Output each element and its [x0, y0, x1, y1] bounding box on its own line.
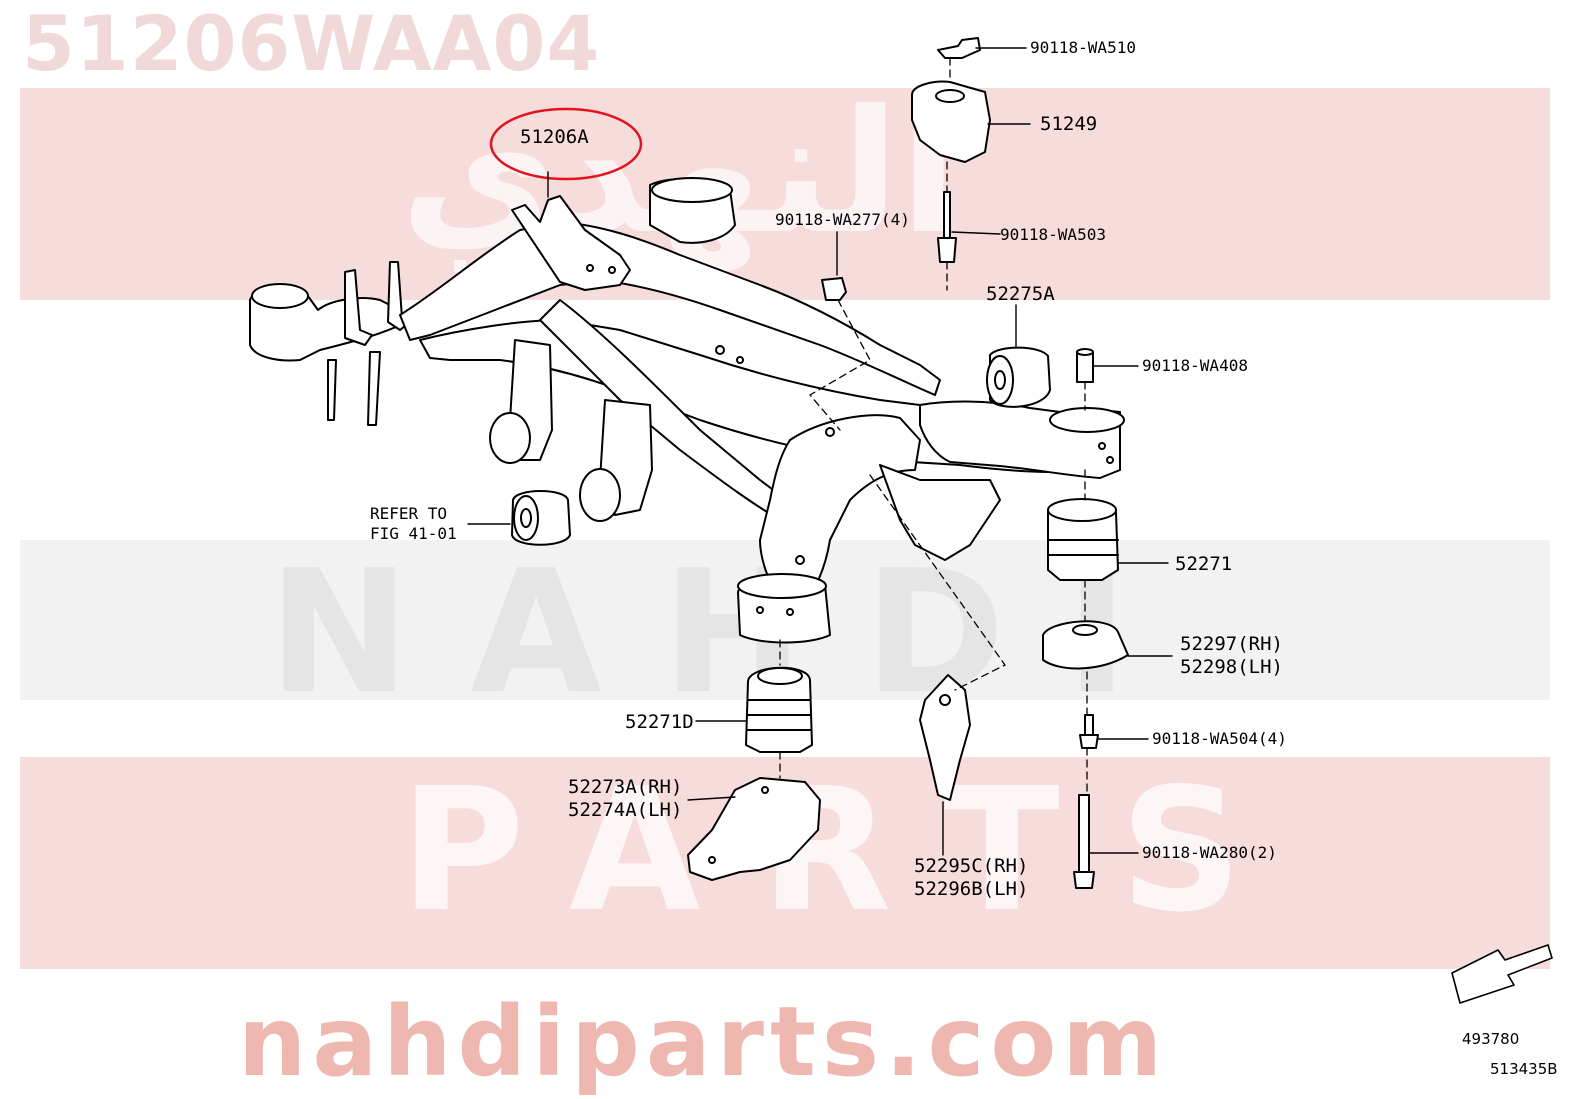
label-refer-to: REFER TO	[370, 504, 448, 523]
part-90118-wa504	[1079, 714, 1099, 749]
label-52271d: 52271D	[625, 711, 694, 733]
part-52273a-52274a	[687, 777, 821, 881]
figure-ref-1: 493780	[1462, 1030, 1520, 1048]
part-52295c-52296b	[919, 674, 971, 801]
label-52298: 52298(LH)	[1180, 656, 1283, 678]
label-52273a: 52273A(RH)	[568, 776, 683, 798]
part-90118-wa510	[937, 37, 981, 59]
label-52297: 52297(RH)	[1180, 633, 1283, 655]
label-51249: 51249	[1040, 113, 1098, 135]
part-90118-wa280	[1073, 794, 1095, 889]
watermark-nahdi: NAHDI	[268, 534, 1189, 732]
part-90118-wa277	[821, 277, 847, 301]
label-90118-wa408: 90118-WA408	[1142, 356, 1248, 375]
part-90118-wa503	[937, 191, 957, 263]
part-52271	[1047, 498, 1119, 581]
part-52271d	[745, 666, 813, 753]
label-52275a: 52275A	[986, 283, 1055, 305]
part-52275a	[986, 346, 1051, 408]
label-52271: 52271	[1175, 553, 1233, 575]
label-90118-wa504: 90118-WA504(4)	[1152, 729, 1287, 748]
part-90118-wa408	[1076, 348, 1094, 383]
watermark-parts: PARTS	[400, 752, 1303, 950]
label-90118-wa277: 90118-WA277(4)	[775, 210, 910, 229]
label-52296b: 52296B(LH)	[914, 878, 1029, 900]
subframe-crossmember	[249, 177, 1125, 644]
label-90118-wa503: 90118-WA503	[1000, 225, 1106, 244]
leader-lines	[467, 47, 1173, 856]
assembly-dashed-lines	[779, 57, 1088, 796]
bushing-refer	[511, 490, 571, 546]
part-52297-52298	[1042, 620, 1129, 670]
highlight-circle	[489, 107, 643, 181]
figure-ref-2: 513435B	[1490, 1060, 1558, 1078]
part-51249	[911, 80, 991, 163]
label-52295c: 52295C(RH)	[914, 855, 1029, 877]
front-arrow	[1451, 944, 1553, 1004]
label-51206a: 51206A	[520, 126, 589, 148]
label-90118-wa510: 90118-WA510	[1030, 38, 1136, 57]
label-52274a: 52274A(LH)	[568, 799, 683, 821]
label-90118-wa280: 90118-WA280(2)	[1142, 843, 1277, 862]
label-fig-41-01: FIG 41-01	[370, 524, 457, 543]
watermark-band-top	[20, 88, 1550, 300]
part-number-title: 51206WAA04	[22, 0, 601, 88]
watermark-url: nahdiparts.com	[238, 986, 1169, 1098]
